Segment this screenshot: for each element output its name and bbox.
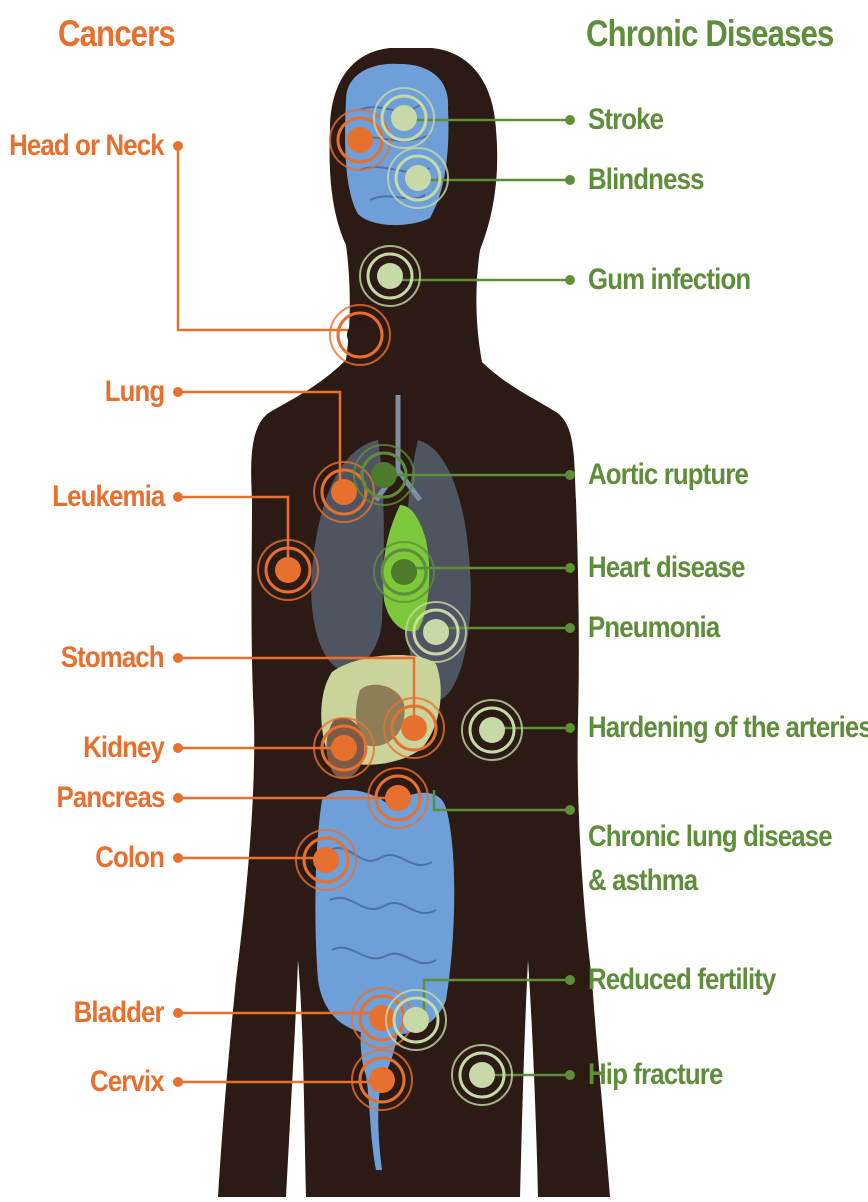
marker-aortic-rupture-core: [371, 462, 397, 488]
dot-kidney: [173, 743, 183, 753]
dot-lung: [173, 387, 183, 397]
marker-hip-fracture: [452, 1045, 512, 1105]
marker-colon: [296, 830, 356, 890]
label-bladder: Bladder: [74, 996, 164, 1030]
marker-reduced-fertility: [386, 990, 446, 1050]
marker-hip-fracture-core: [469, 1062, 495, 1088]
marker-stomach: [384, 698, 444, 758]
label-stroke: Stroke: [588, 103, 663, 137]
marker-hardening-arteries: [462, 700, 522, 760]
marker-reduced-fertility-core: [403, 1007, 429, 1033]
marker-colon-core: [313, 847, 339, 873]
label-blindness: Blindness: [588, 163, 704, 197]
marker-hardening-arteries-core: [479, 717, 505, 743]
marker-bladder-core: [369, 1005, 395, 1031]
label-pneumonia: Pneumonia: [588, 611, 719, 645]
label-hip-fracture: Hip fracture: [588, 1058, 722, 1092]
marker-leukemia: [258, 540, 318, 600]
dot-blindness: [565, 175, 575, 185]
dot-cervix: [173, 1077, 183, 1087]
intestines-shape: [315, 790, 454, 1036]
marker-leukemia-core: [275, 557, 301, 583]
label-gum-infection: Gum infection: [588, 263, 750, 297]
label-reduced-fertility: Reduced fertility: [588, 963, 776, 997]
intestines: [315, 790, 454, 1036]
chronic-diseases-heading: Chronic Diseases: [586, 14, 833, 54]
label-cervix: Cervix: [90, 1065, 164, 1099]
dot-pancreas: [173, 793, 183, 803]
dot-reduced-fertility: [565, 975, 575, 985]
label-kidney: Kidney: [83, 731, 164, 765]
marker-kidney-core: [331, 735, 357, 761]
marker-stomach-core: [401, 715, 427, 741]
label-head-or-neck: Head or Neck: [9, 129, 164, 163]
dot-hip-fracture: [565, 1070, 575, 1080]
dot-heart-disease: [565, 563, 575, 573]
marker-heart-disease: [374, 542, 434, 602]
dot-stroke: [565, 115, 575, 125]
marker-lung: [314, 462, 374, 522]
marker-blindness-core: [405, 165, 431, 191]
marker-gum-infection-core: [377, 263, 403, 289]
marker-lung-core: [331, 479, 357, 505]
dot-aortic-rupture: [565, 470, 575, 480]
marker-cervix: [352, 1050, 412, 1110]
dot-gum-infection: [565, 275, 575, 285]
marker-pneumonia-core: [423, 619, 449, 645]
marker-heart-disease-core: [391, 559, 417, 585]
dot-leukemia: [173, 492, 183, 502]
marker-kidney: [314, 718, 374, 778]
label-hardening-arteries: Hardening of the arteries: [588, 711, 868, 745]
marker-stroke-core: [391, 105, 417, 131]
marker-pancreas: [368, 768, 428, 828]
dot-stomach: [173, 653, 183, 663]
marker-pneumonia: [406, 602, 466, 662]
dot-head-or-neck: [173, 141, 183, 151]
cancers-heading: Cancers: [58, 14, 175, 54]
label-lung: Lung: [104, 375, 164, 409]
label-colon: Colon: [95, 841, 164, 875]
marker-stroke: [374, 88, 434, 148]
dot-colon: [173, 853, 183, 863]
label-pancreas: Pancreas: [56, 781, 164, 815]
label-heart-disease: Heart disease: [588, 551, 745, 585]
marker-pancreas-core: [385, 785, 411, 811]
marker-cervix-core: [369, 1067, 395, 1093]
dot-hardening-arteries: [565, 723, 575, 733]
dot-pneumonia: [565, 623, 575, 633]
label-leukemia: Leukemia: [52, 480, 164, 514]
marker-head-or-neck-2: [330, 305, 390, 365]
dot-bladder: [173, 1008, 183, 1018]
marker-head-or-neck-2-core: [347, 322, 373, 348]
marker-gum-infection: [360, 246, 420, 306]
marker-blindness: [388, 148, 448, 208]
marker-aortic-rupture: [354, 445, 414, 505]
label-aortic-rupture: Aortic rupture: [588, 458, 748, 492]
marker-head-or-neck-core: [347, 127, 373, 153]
label-chronic-lung: Chronic lung disease & asthma: [588, 815, 832, 903]
dot-chronic-lung: [565, 805, 575, 815]
label-stomach: Stomach: [61, 641, 164, 675]
connector-head-or-neck: [178, 146, 356, 330]
